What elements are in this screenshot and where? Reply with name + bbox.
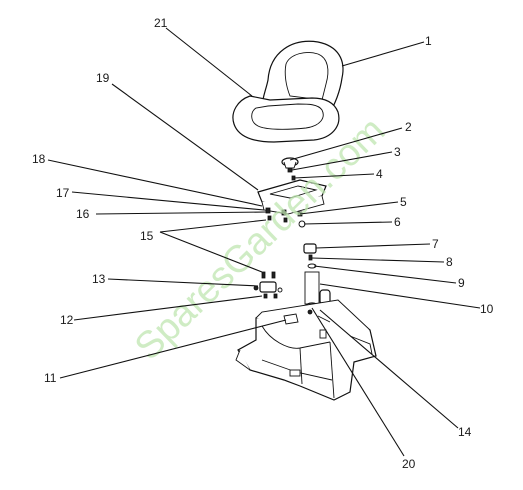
callout-6: 6 [394, 215, 401, 229]
callout-5: 5 [400, 195, 407, 209]
callout-16: 16 [76, 207, 90, 221]
callout-7: 7 [432, 237, 439, 251]
seat-knob-hardware [281, 157, 299, 181]
callout-9: 9 [458, 276, 465, 290]
callout-13: 13 [92, 272, 106, 286]
seat [232, 40, 344, 143]
seat-spring [303, 243, 331, 310]
callout-11: 11 [44, 371, 57, 385]
callout-18: 18 [32, 152, 46, 166]
callout-4: 4 [376, 167, 383, 181]
callout-20: 20 [402, 457, 416, 471]
switch-bracket [253, 271, 283, 299]
callout-15: 15 [140, 229, 154, 243]
callout-21: 21 [154, 16, 168, 30]
seat-pan [257, 179, 327, 228]
callout-1: 1 [425, 34, 432, 48]
fender-chassis [235, 299, 377, 401]
callout-14: 14 [458, 425, 472, 439]
callout-17: 17 [56, 186, 70, 200]
callout-8: 8 [446, 255, 453, 269]
callout-10: 10 [480, 302, 494, 316]
callout-numbers: 1 2 3 4 5 6 7 8 9 10 11 12 13 14 15 16 1… [32, 16, 494, 471]
leader-lines [47, 27, 481, 457]
callout-3: 3 [394, 145, 401, 159]
callout-12: 12 [60, 313, 74, 327]
callout-2: 2 [405, 120, 412, 134]
callout-19: 19 [96, 71, 110, 85]
